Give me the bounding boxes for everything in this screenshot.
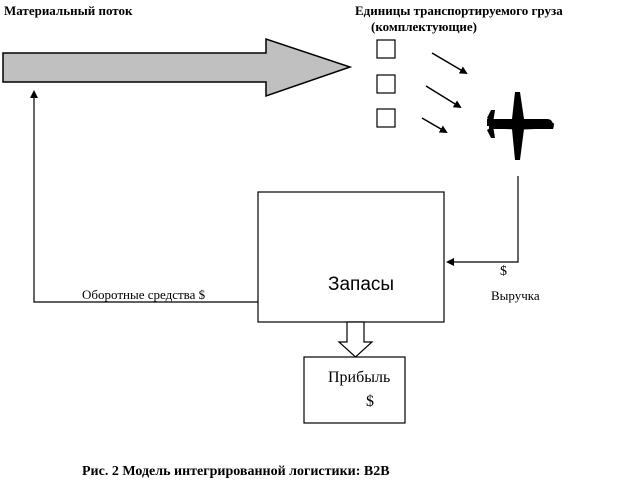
profit-currency: $ (366, 393, 374, 410)
cargo-arrow (431, 52, 468, 75)
material-flow-arrow (2, 37, 353, 98)
cargo-arrow (425, 85, 462, 109)
working-capital-label: Оборотные средства $ (82, 287, 206, 302)
cargo-unit-box (376, 108, 396, 128)
airplane-icon (487, 92, 554, 160)
cargo-units-label: Единицы транспортируемого груза (355, 3, 563, 18)
material-flow-label: Материальный поток (4, 3, 133, 18)
profit-label: Прибыль (328, 369, 391, 386)
profit-arrow (337, 321, 374, 358)
working-capital-line (30, 90, 258, 303)
figure-caption: Рис. 2 Модель интегрированной логистики:… (82, 464, 390, 479)
cargo-units-sublabel: (комплектующие) (371, 19, 478, 34)
cargo-unit-box (376, 74, 396, 94)
revenue-currency: $ (500, 264, 507, 279)
revenue-flow-line (446, 176, 519, 266)
profit-box (303, 356, 406, 424)
stocks-label: Запасы (328, 274, 395, 295)
cargo-unit-box (376, 39, 396, 59)
cargo-arrow (421, 117, 448, 134)
revenue-label: Выручка (491, 288, 540, 303)
stocks-box (257, 191, 445, 323)
